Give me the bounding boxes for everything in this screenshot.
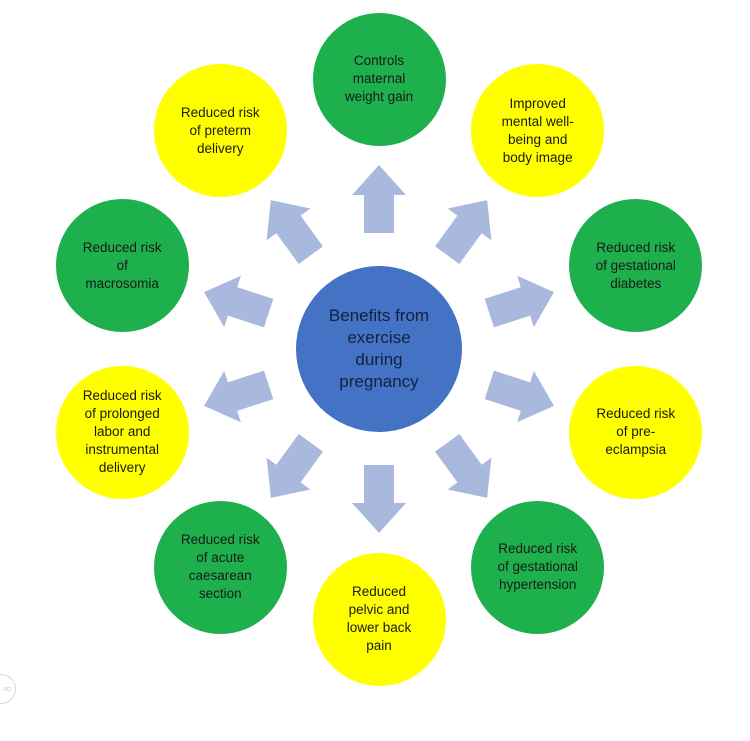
benefit-label: Controls maternal weight gain: [344, 53, 414, 104]
watermark-text: oo: [3, 685, 11, 693]
benefit-label: Reduced risk of gestational hypertension: [497, 541, 578, 593]
benefit-weight-gain: Controls maternal weight gain: [312, 12, 446, 146]
benefit-label: Reduced risk of preterm delivery: [180, 104, 260, 156]
benefit-mental-wellbeing: Improved mental well- being and body ima…: [471, 64, 605, 198]
benefit-label: Improved mental well- being and body ima…: [501, 95, 574, 165]
benefit-prolonged-labor: Reduced risk of prolonged labor and inst…: [55, 365, 189, 499]
benefit-label: Reduced pelvic and lower back pain: [346, 584, 412, 653]
arrow-icon: [484, 370, 554, 423]
arrow-icon: [204, 275, 274, 328]
benefit-label: Reduced risk of macrosomia: [82, 239, 162, 291]
benefit-gestational-diabetes: Reduced risk of gestational diabetes: [569, 199, 703, 333]
benefit-macrosomia: Reduced risk of macrosomia: [55, 199, 189, 333]
arrow-icon: [484, 275, 554, 328]
benefit-caesarean-section: Reduced risk of acute caesarean section: [153, 500, 287, 634]
benefit-label: Reduced risk of prolonged labor and inst…: [82, 388, 162, 476]
benefit-pre-eclampsia: Reduced risk of pre- eclampsia: [569, 365, 703, 499]
center-label: Benefits from exercise during pregnancy: [328, 306, 430, 391]
benefit-label: Reduced risk of gestational diabetes: [595, 239, 676, 291]
arrow-icon: [352, 465, 406, 533]
arrow-icon: [435, 434, 492, 498]
arrow-icon: [266, 434, 323, 498]
benefit-label: Reduced risk of acute caesarean section: [180, 532, 260, 602]
center-node: Benefits from exercise during pregnancy: [296, 266, 462, 432]
arrow-icon: [435, 200, 492, 264]
arrow-icon: [352, 165, 406, 233]
arrow-icon: [204, 370, 274, 423]
arrow-icon: [266, 200, 323, 264]
benefit-pelvic-back-pain: Reduced pelvic and lower back pain: [312, 552, 446, 686]
benefit-label: Reduced risk of pre- eclampsia: [596, 406, 676, 458]
benefit-gestational-hypertension: Reduced risk of gestational hypertension: [471, 500, 605, 634]
benefit-preterm-delivery: Reduced risk of preterm delivery: [153, 64, 287, 198]
